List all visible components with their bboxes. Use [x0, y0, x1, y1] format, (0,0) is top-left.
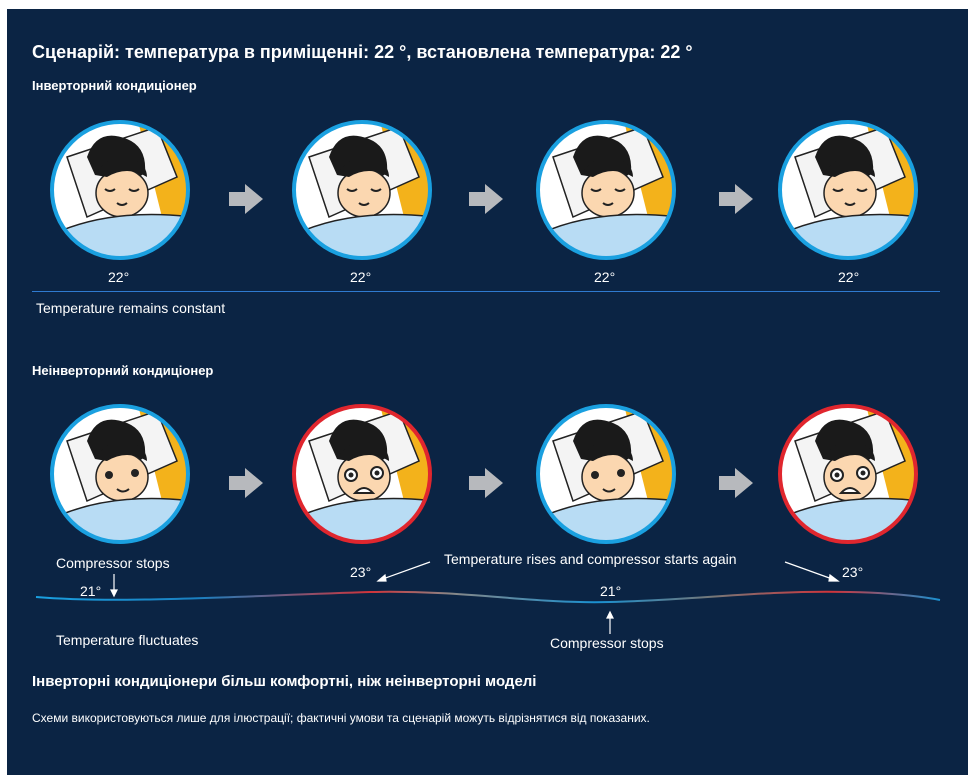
right-arrow-icon [229, 184, 263, 214]
sleep-person-illustration [50, 120, 190, 260]
awake-person-illustration [50, 404, 190, 544]
temp-label: 22° [838, 269, 860, 285]
temperature-wave [35, 590, 941, 604]
temp-23-label: 23° [842, 564, 864, 580]
pointer-arrow [784, 561, 836, 581]
right-arrow-icon [719, 184, 753, 214]
sleep-person-illustration [778, 120, 918, 260]
right-arrow-icon [469, 184, 503, 214]
disclaimer-text: Схеми використовуються лише для ілюстрац… [32, 711, 650, 725]
temp-23-label: 23° [350, 564, 372, 580]
fluctuates-caption: Temperature fluctuates [56, 632, 199, 648]
sleep-person-illustration [536, 120, 676, 260]
right-arrow-icon [229, 468, 263, 498]
inverter-heading: Інверторний кондиціонер [32, 78, 197, 93]
fluctuation-graph [35, 561, 941, 634]
alarm-person-illustration [292, 404, 432, 544]
right-arrow-icon [469, 468, 503, 498]
right-arrow-icon [719, 468, 753, 498]
temp-label: 22° [350, 269, 372, 285]
rises-label: Temperature rises and compressor starts … [444, 551, 737, 567]
constant-temperature-line [32, 291, 940, 292]
noninverter-heading: Неінверторний кондиціонер [32, 363, 214, 378]
temp-21-label: 21° [80, 583, 102, 599]
sleep-person-illustration [292, 120, 432, 260]
temp-label: 22° [594, 269, 616, 285]
alarm-person-illustration [778, 404, 918, 544]
compressor-stops-label: Compressor stops [550, 635, 664, 651]
compressor-stops-label: Compressor stops [56, 555, 170, 571]
awake-person-illustration [536, 404, 676, 544]
pointer-arrow [379, 561, 431, 581]
constant-caption: Temperature remains constant [36, 300, 226, 316]
conclusion-text: Інверторні кондиціонери більш комфортні,… [32, 673, 537, 690]
page-title: Сценарій: температура в приміщенні: 22 °… [32, 42, 693, 62]
temp-label: 22° [108, 269, 130, 285]
temp-21-label: 21° [600, 583, 622, 599]
